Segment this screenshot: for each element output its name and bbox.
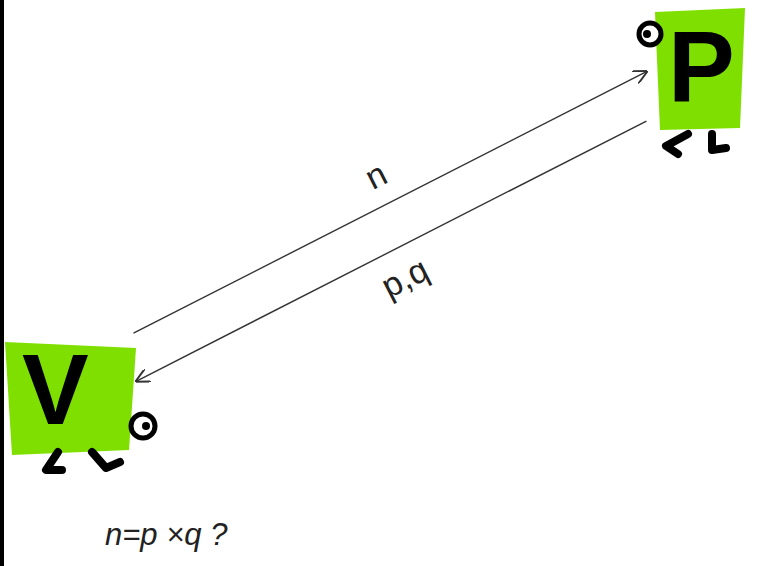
check-note: n=p ×q ? xyxy=(105,518,227,552)
message-label: n xyxy=(357,153,396,198)
message-label: p,q xyxy=(373,249,437,307)
message-arrow xyxy=(133,72,646,334)
character-eye xyxy=(639,23,661,45)
character-node: P xyxy=(650,10,750,128)
character-letter: P xyxy=(668,16,735,116)
character-letter: V xyxy=(22,339,89,439)
character-ground xyxy=(655,8,745,130)
message-arrow xyxy=(137,121,647,381)
character-legs xyxy=(666,134,726,154)
character-node: V xyxy=(8,335,133,445)
edge-bar xyxy=(0,0,4,566)
character-legs xyxy=(46,452,120,470)
character-eye xyxy=(131,414,155,438)
